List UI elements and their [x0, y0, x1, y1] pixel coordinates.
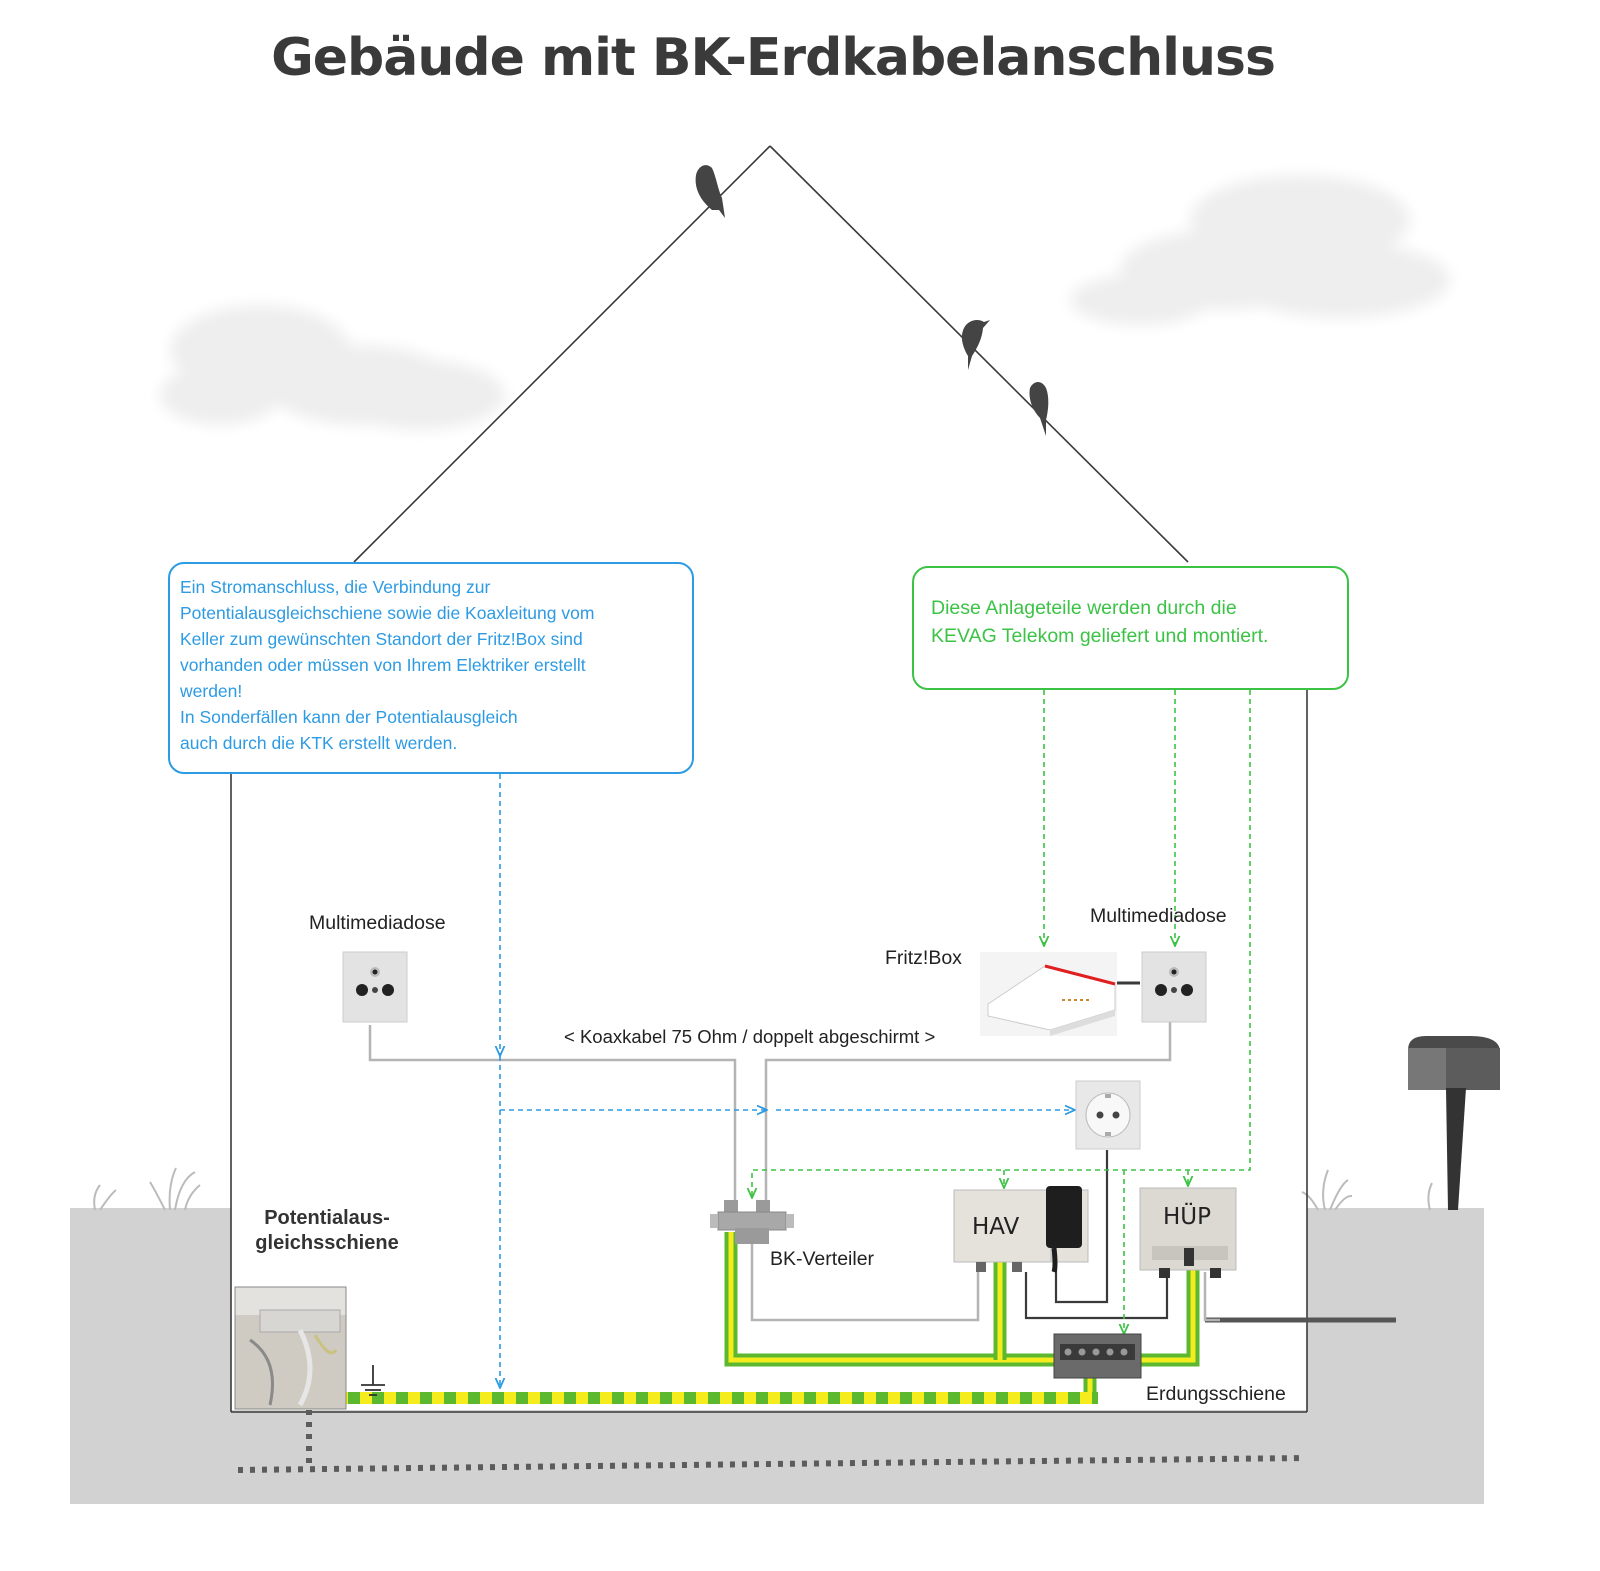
bird-icon: [695, 165, 725, 218]
potentialausgleichsschiene-photo: [234, 1286, 347, 1410]
cloud-icon: [1070, 175, 1450, 325]
fritzbox-device: [980, 952, 1117, 1036]
page-title: Gebäude mit BK-Erdkabelanschluss: [271, 28, 1276, 88]
customer-info-line: vorhanden oder müssen von Ihrem Elektrik…: [180, 655, 586, 675]
bird-icon: [1029, 382, 1049, 436]
multimediadose-right-device: [1141, 951, 1207, 1023]
provider-info-box: Diese Anlageteile werden durch die KEVAG…: [912, 566, 1349, 690]
customer-scope-arrows: [500, 774, 1075, 1388]
provider-scope-arrows: [752, 690, 1251, 1334]
customer-info-box: Ein Stromanschluss, die Verbindung zur P…: [168, 562, 694, 774]
huep-label: HÜP: [1163, 1202, 1211, 1230]
multimediadose-left-device: [342, 951, 408, 1023]
customer-info-line: Ein Stromanschluss, die Verbindung zur: [180, 577, 491, 597]
customer-info-line: In Sonderfällen kann der Potentialausgle…: [180, 707, 518, 727]
bk-verteiler-label: BK-Verteiler: [770, 1248, 875, 1270]
hav-device: HAV: [953, 1186, 1089, 1273]
bird-icon: [961, 320, 990, 370]
provider-info-line: KEVAG Telekom geliefert und montiert.: [931, 625, 1269, 647]
coax-cable-label: < Koaxkabel 75 Ohm / doppelt abgeschirmt…: [564, 1026, 936, 1047]
erdungsschiene-device: [1053, 1333, 1142, 1379]
fritzbox-label: Fritz!Box: [885, 947, 962, 969]
customer-info-line: werden!: [180, 681, 243, 701]
mailbox-icon: [1408, 1036, 1500, 1210]
underground-cable: [237, 1410, 1306, 1473]
multimediadose-right-label: Multimediadose: [1090, 905, 1227, 927]
provider-info-line: Diese Anlageteile werden durch die: [931, 597, 1237, 619]
house-outline: [230, 145, 1308, 1413]
potential-label-line-2: gleichsschiene: [255, 1232, 399, 1254]
erdungsschiene-label: Erdungsschiene: [1146, 1383, 1286, 1405]
power-cables: [1024, 981, 1169, 1320]
cloud-icon: [160, 305, 505, 430]
hav-label: HAV: [972, 1214, 1020, 1240]
customer-info-line: Potentialausgleichschiene sowie die Koax…: [180, 603, 595, 623]
earth-lines: [340, 1232, 1200, 1404]
ground-symbol-icon: [361, 1365, 385, 1396]
customer-info-line: auch durch die KTK erstellt werden.: [180, 733, 458, 753]
grass-icon: [93, 1167, 1433, 1211]
potential-label-line-1: Potentialaus-: [264, 1207, 390, 1229]
coax-cables: [368, 1015, 1220, 1322]
socket-icon: [1075, 1080, 1141, 1150]
potentialausgleichsschiene-label: Potentialaus- gleichsschiene: [242, 1206, 412, 1256]
multimediadose-left-label: Multimediadose: [309, 912, 446, 934]
huep-device: HÜP: [1139, 1187, 1237, 1278]
customer-info-line: Keller zum gewünschten Standort der Frit…: [180, 629, 583, 649]
bk-verteiler-device: [710, 1200, 794, 1244]
house-interior: [231, 690, 1307, 1410]
